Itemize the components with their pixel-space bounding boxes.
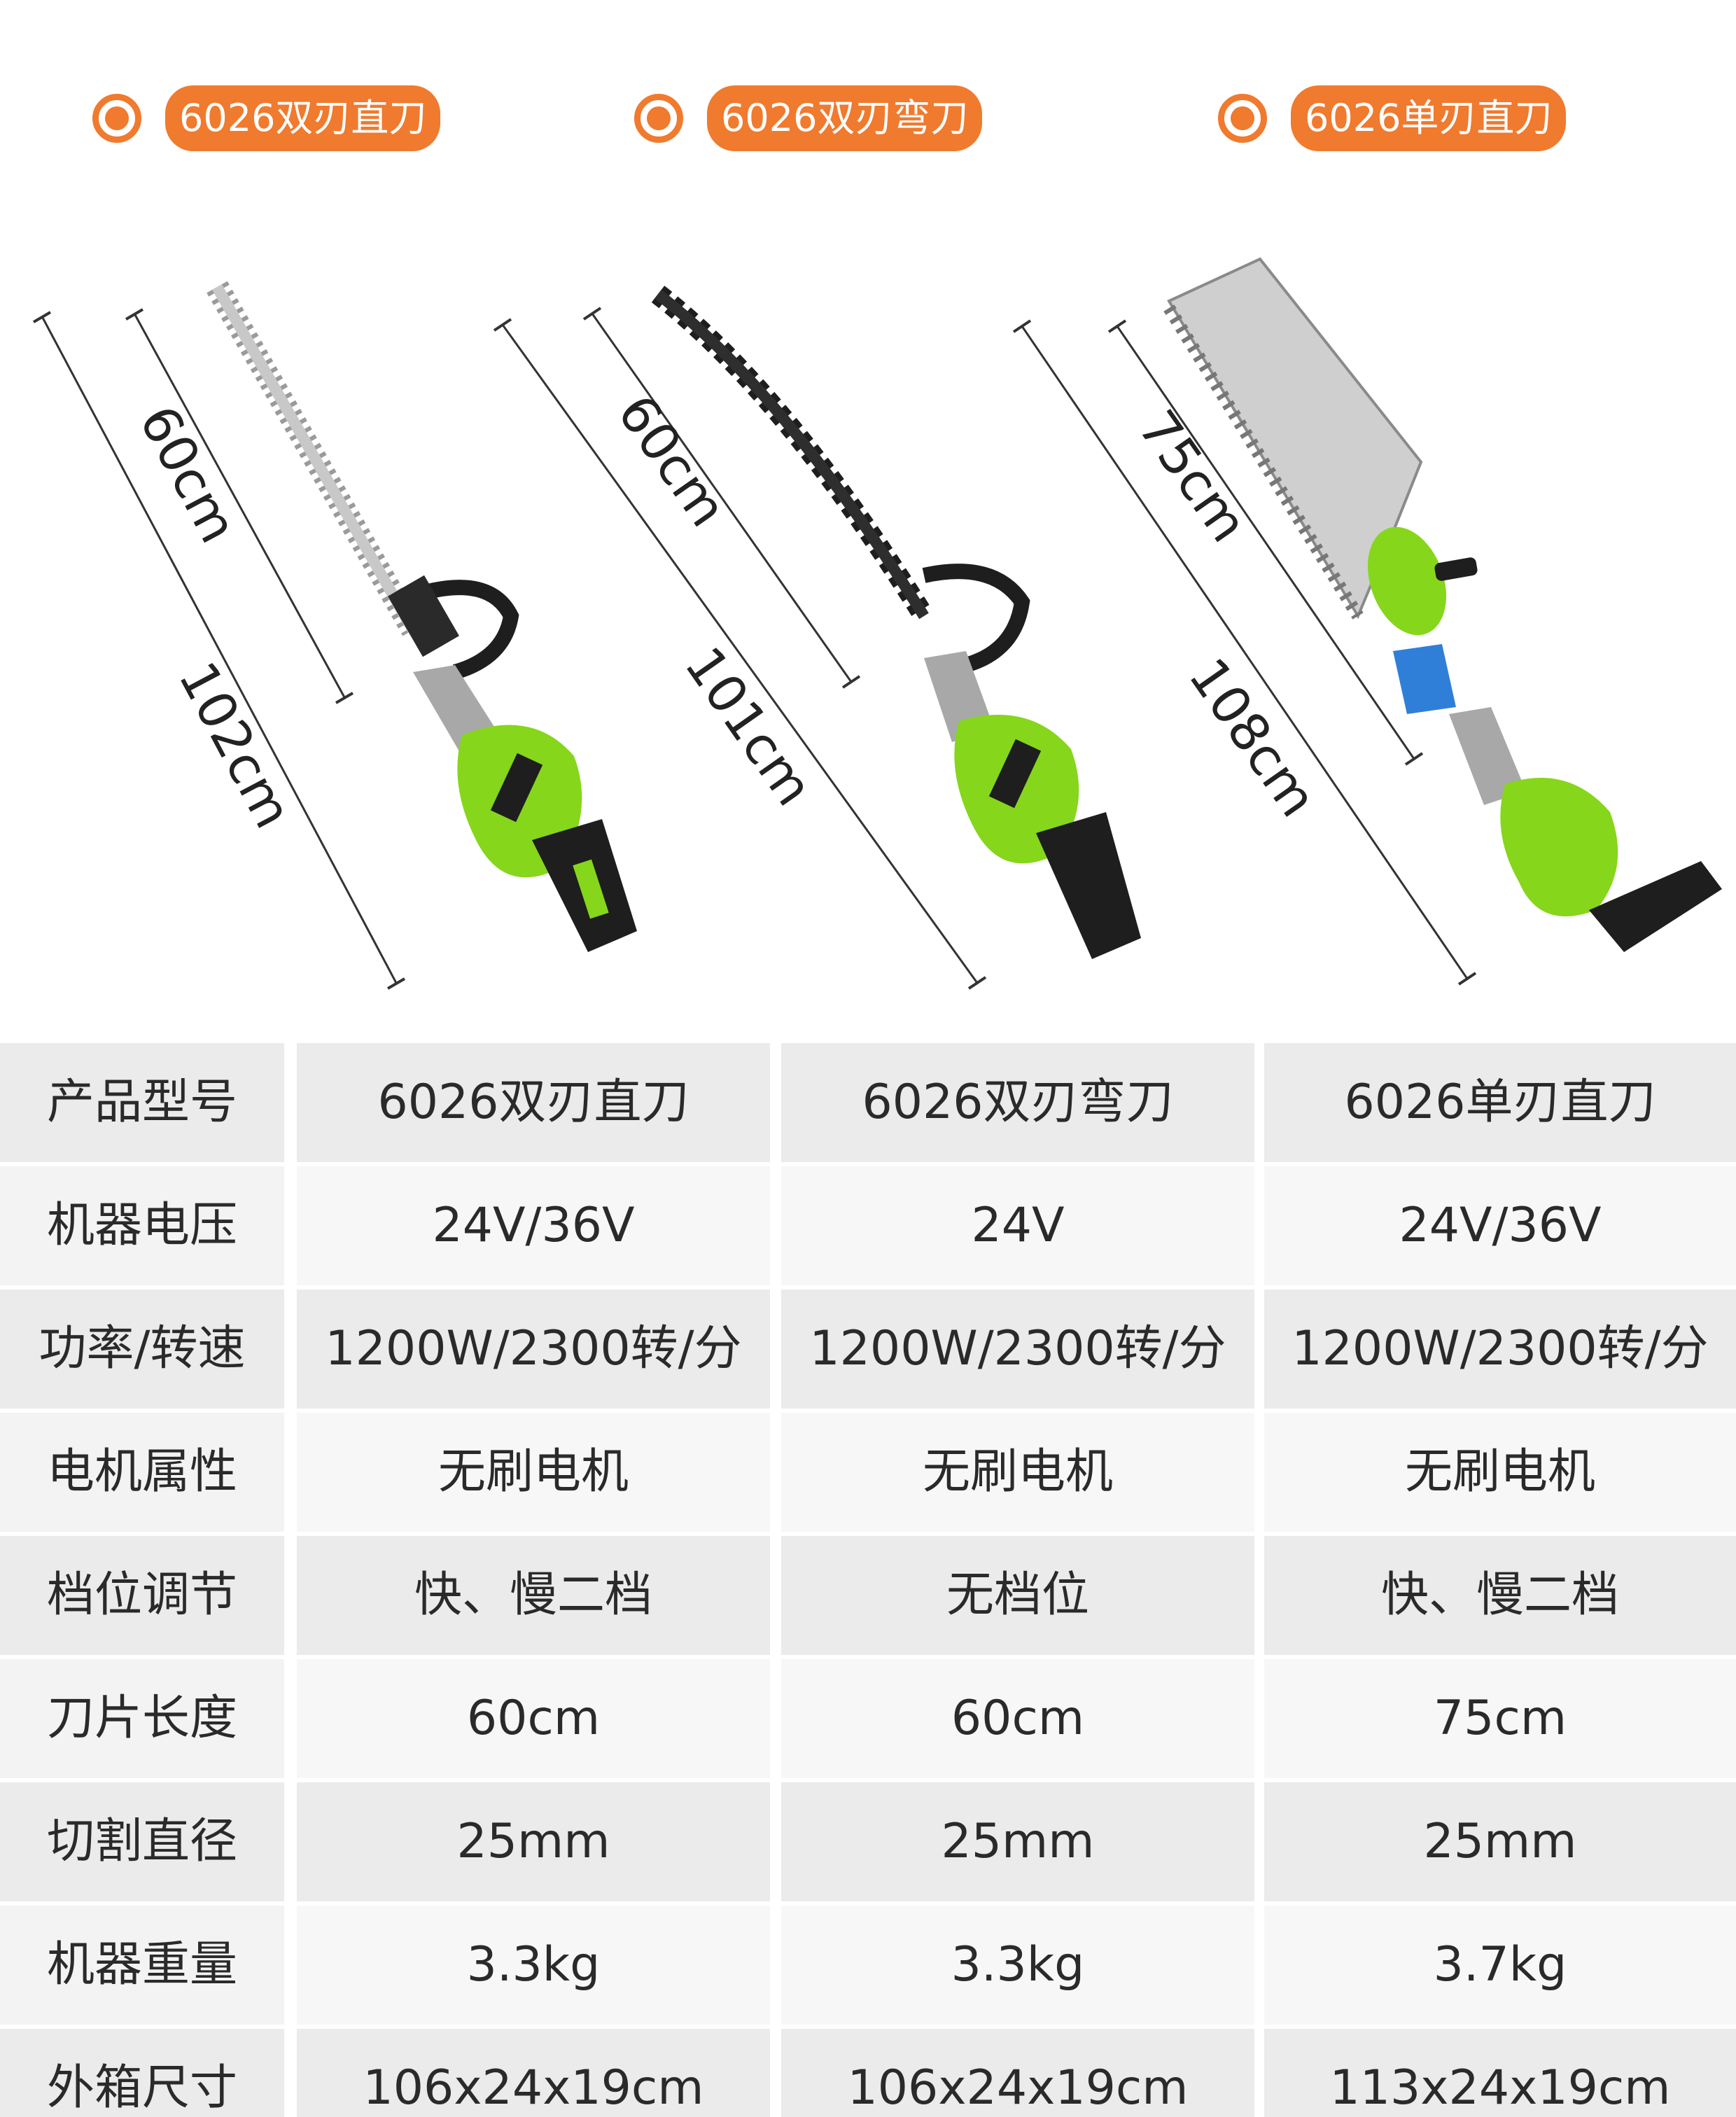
table-cell: 24V/36V: [1264, 1166, 1736, 1285]
table-cell: 1200W/2300转/分: [297, 1290, 770, 1409]
row-label: 机器重量: [0, 1906, 284, 2025]
option-label: 6026双刃直刀: [165, 85, 441, 151]
table-cell: 快、慢二档: [297, 1536, 770, 1655]
option-straight-single[interactable]: 6026单刃直刀: [1218, 85, 1567, 151]
table-row: 切割直径 25mm 25mm 25mm: [0, 1782, 1736, 1901]
table-cell: 25mm: [297, 1782, 770, 1901]
blade-length-label: 60cm: [606, 384, 738, 538]
radio-icon[interactable]: [1218, 94, 1267, 143]
table-row: 机器重量 3.3kg 3.3kg 3.7kg: [0, 1906, 1736, 2025]
table-cell: 106x24x19cm: [781, 2029, 1254, 2117]
table-row: 档位调节 快、慢二档 无档位 快、慢二档: [0, 1536, 1736, 1655]
row-label: 档位调节: [0, 1536, 284, 1655]
table-cell: 无刷电机: [1264, 1413, 1736, 1532]
table-cell: 25mm: [781, 1782, 1254, 1901]
table-cell: 3.3kg: [297, 1906, 770, 2025]
option-label: 6026单刃直刀: [1291, 85, 1567, 151]
table-cell: 快、慢二档: [1264, 1536, 1736, 1655]
table-cell: 1200W/2300转/分: [1264, 1290, 1736, 1409]
row-label: 机器电压: [0, 1166, 284, 1285]
table-cell: 60cm: [781, 1659, 1254, 1778]
table-cell: 60cm: [297, 1659, 770, 1778]
table-row: 外箱尺寸 106x24x19cm 106x24x19cm 113x24x19cm: [0, 2029, 1736, 2117]
row-label: 外箱尺寸: [0, 2029, 284, 2117]
table-cell: 无刷电机: [297, 1413, 770, 1532]
table-row: 电机属性 无刷电机 无刷电机 无刷电机: [0, 1413, 1736, 1532]
radio-icon[interactable]: [92, 94, 141, 143]
table-cell: 75cm: [1264, 1659, 1736, 1778]
table-row: 功率/转速 1200W/2300转/分 1200W/2300转/分 1200W/…: [0, 1290, 1736, 1409]
hedge-trimmer-straight-double: 60cm 102cm: [32, 281, 637, 990]
blade-length-label: 75cm: [1126, 400, 1259, 553]
hedge-trimmer-straight-single: 75cm 108cm: [1012, 257, 1722, 986]
option-straight-double[interactable]: 6026双刃直刀: [92, 85, 441, 151]
table-row: 产品型号 6026双刃直刀 6026双刃弯刀 6026单刃直刀: [0, 1043, 1736, 1162]
row-label: 切割直径: [0, 1782, 284, 1901]
option-label: 6026双刃弯刀: [707, 85, 983, 151]
table-cell: 6026单刃直刀: [1264, 1043, 1736, 1162]
row-label: 产品型号: [0, 1043, 284, 1162]
table-cell: 24V/36V: [297, 1166, 770, 1285]
table-cell: 3.7kg: [1264, 1906, 1736, 2025]
table-cell: 无档位: [781, 1536, 1254, 1655]
table-cell: 25mm: [1264, 1782, 1736, 1901]
table-row: 刀片长度 60cm 60cm 75cm: [0, 1659, 1736, 1778]
table-cell: 106x24x19cm: [297, 2029, 770, 2117]
table-cell: 无刷电机: [781, 1413, 1254, 1532]
table-cell: 1200W/2300转/分: [781, 1290, 1254, 1409]
total-length-label: 102cm: [167, 652, 303, 838]
total-length-label: 101cm: [673, 636, 824, 816]
table-row: 机器电压 24V/36V 24V 24V/36V: [0, 1166, 1736, 1285]
table-cell: 6026双刃弯刀: [781, 1043, 1254, 1162]
table-cell: 6026双刃直刀: [297, 1043, 770, 1162]
blade-length-label: 60cm: [127, 396, 248, 552]
radio-icon[interactable]: [634, 94, 683, 143]
total-length-label: 108cm: [1177, 648, 1328, 827]
option-curved-double[interactable]: 6026双刃弯刀: [634, 85, 983, 151]
table-cell: 24V: [781, 1166, 1254, 1285]
row-label: 刀片长度: [0, 1659, 284, 1778]
row-label: 功率/转速: [0, 1290, 284, 1409]
product-illustration: 60cm 102cm 60cm 101cm: [32, 257, 1722, 990]
table-cell: 113x24x19cm: [1264, 2029, 1736, 2117]
row-label: 电机属性: [0, 1413, 284, 1532]
table-cell: 3.3kg: [781, 1906, 1254, 2025]
